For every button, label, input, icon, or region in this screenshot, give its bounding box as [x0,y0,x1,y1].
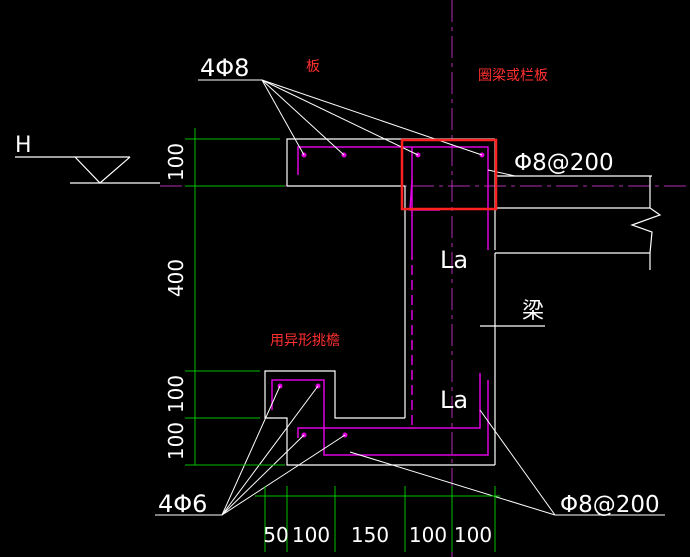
horizontal-dimensions [255,486,500,552]
slab-label: 板 [306,59,320,75]
dim-v-wall: 400 [164,259,188,297]
eave-rebar-label: 4Φ6 [158,490,207,518]
leader [221,385,281,516]
leader [221,434,305,516]
stirrup-top-label: Φ8@200 [514,150,614,176]
ring-beam-highlight-box [400,138,498,211]
dimension-texts: 100 400 100 100 50 100 150 100 100 [164,143,492,547]
dim-v-eave-top: 100 [164,375,188,413]
eave-stirrup [271,379,489,456]
eave-top-rebar [297,373,481,438]
leader [261,79,483,156]
dim-h-100a: 100 [292,523,330,547]
dim-v-eave-bottom: 100 [164,422,188,460]
slab-top-rebar [297,146,489,250]
leader [261,79,419,156]
leader [221,385,319,516]
dim-v-slab: 100 [164,143,188,181]
dim-h-100b: 100 [409,523,447,547]
dim-h-150: 150 [351,523,389,547]
ring-beam-label: 圈梁或栏板 [478,68,548,84]
level-mark-label: H [15,133,32,158]
dim-h-100c: 100 [454,523,492,547]
anchor-top-label: La [440,246,468,274]
leader [349,451,556,516]
annotation-texts: 4Φ8 板 圈梁或栏板 Φ8@200 H La 梁 用异形挑檐 La 4Φ6 Φ… [15,54,660,518]
eave-outline [264,370,495,466]
leader [221,434,346,516]
dim-h-50: 50 [263,523,288,547]
eave-note-label: 用异形挑檐 [270,333,340,349]
leader [487,169,516,177]
leader-lines [155,79,665,516]
vertical-dimensions [185,128,285,466]
anchor-bottom-label: La [440,386,468,414]
leader [261,79,305,156]
leader [479,409,556,516]
stirrup-bottom-label: Φ8@200 [560,492,660,518]
break-mark [630,176,662,270]
slab-rebar-label: 4Φ8 [200,54,249,82]
beam-label: 梁 [522,299,544,324]
level-symbol [15,156,160,184]
leader [261,79,345,156]
